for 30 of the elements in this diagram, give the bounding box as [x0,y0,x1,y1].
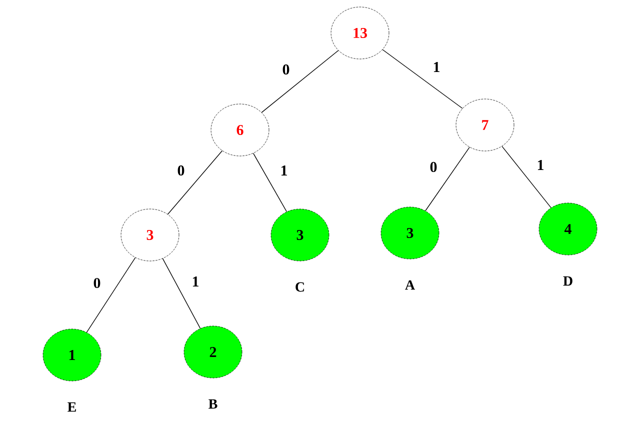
tree-edge [167,150,223,215]
edge-label: 0 [281,63,291,76]
leaf-letter: B [208,399,218,409]
edge-label: 1 [279,164,289,176]
leaf-letter: E [68,402,76,412]
leaf-letter: D [563,276,572,286]
tree-edge [252,152,288,212]
edge-label: 1 [432,61,442,73]
edge-label: 1 [536,159,546,171]
circle-node: 6 [210,104,270,156]
edge-label: 0 [92,276,102,290]
circle-node: 1 [42,328,102,382]
circle-node: 13 [330,6,390,60]
circle-node: 3 [380,206,440,260]
leaf-letter: C [296,282,304,292]
tree-edge [425,146,470,212]
circle-node: 7 [456,98,514,152]
circle-node: 4 [538,202,598,256]
edge-label: 0 [428,160,438,174]
edge-label: 0 [176,164,186,177]
tree-edge [382,49,463,109]
tree-edge [261,50,339,113]
leaf-letter: A [405,280,415,290]
circle-node: 3 [270,208,330,262]
circle-node: 3 [120,208,180,262]
tree-edge [86,257,136,333]
circle-node: 2 [184,326,242,378]
tree-edge [162,258,201,329]
tree-edge [502,146,552,208]
edge-label: 1 [190,276,200,288]
